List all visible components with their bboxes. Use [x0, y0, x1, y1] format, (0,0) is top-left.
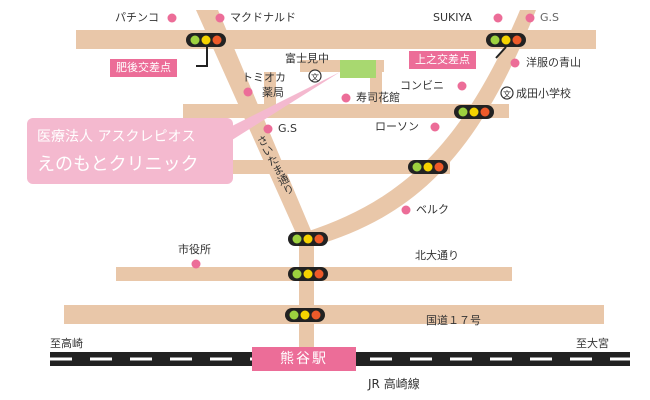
label-pachinko: パチンコ: [115, 11, 159, 24]
dot-belk: [401, 205, 411, 215]
label-to-omiya: 至大宮: [576, 337, 609, 350]
label-mcdonalds: マクドナルド: [230, 11, 296, 24]
dot-gs-top: [525, 13, 535, 23]
label-city-hall: 市役所: [178, 243, 211, 256]
traffic-light-junction: [288, 232, 328, 246]
dot-sushi: [341, 93, 351, 103]
clinic-callout: 医療法人 アスクレピオス えのもとクリニック: [27, 118, 233, 184]
station-kumagaya: 熊谷駅: [252, 347, 356, 371]
dot-pachinko: [167, 13, 177, 23]
label-to-takasaki: 至高崎: [50, 337, 83, 350]
svg-text:文: 文: [503, 89, 511, 99]
clinic-marker: [340, 60, 376, 78]
intersection-kaminoe: 上之交差点: [409, 51, 476, 69]
place-dots: [167, 13, 535, 269]
label-route17: 国道１７号: [426, 314, 481, 327]
roads: [64, 30, 604, 350]
label-sushi: 寿司花館: [356, 91, 400, 104]
higo-leader: [196, 47, 208, 67]
traffic-light-route17: [285, 308, 325, 322]
label-sukiya: SUKIYA: [433, 11, 472, 24]
label-lawson: ローソン: [375, 120, 419, 133]
label-gs-mid: G.S: [278, 122, 298, 135]
dot-gs-mid: [263, 124, 273, 134]
label-jr-line: JR 高崎線: [368, 377, 420, 391]
label-gs-top: G.S: [540, 11, 560, 24]
traffic-light-lawson: [408, 160, 448, 174]
dot-lawson: [430, 122, 440, 132]
dot-convenience: [457, 81, 467, 91]
traffic-light-mid-right: [454, 105, 494, 119]
label-convenience: コンビニ: [400, 79, 444, 92]
label-clothes: 洋服の青山: [526, 56, 581, 69]
label-kitaodori: 北大通り: [415, 249, 459, 262]
clinic-corporation: 医療法人 アスクレピオス: [37, 129, 196, 145]
road-vertical-main: [299, 232, 314, 350]
traffic-light-higo: [186, 33, 226, 47]
dot-mcdonalds: [215, 13, 225, 23]
road-route17: [64, 305, 604, 324]
label-pharmacy: 薬局: [262, 86, 284, 99]
school-symbol-narita: 文: [500, 86, 514, 100]
svg-text:文: 文: [311, 72, 319, 82]
dot-city-hall: [191, 259, 201, 269]
label-belk: ベルク: [416, 203, 449, 216]
dot-clothes: [510, 58, 520, 68]
label-tomioka: トミオカ: [242, 71, 286, 84]
kaminoe-leader: [495, 46, 507, 59]
callout-pointer: [232, 72, 340, 140]
label-fujimi: 富士見中: [285, 52, 329, 65]
clinic-name: えのもとクリニック: [37, 154, 199, 175]
dot-sukiya: [493, 13, 503, 23]
road-small-v: [264, 72, 276, 112]
label-narita: 成田小学校: [516, 87, 571, 100]
dot-tomioka: [243, 87, 253, 97]
traffic-light-kitaodori: [288, 267, 328, 281]
traffic-light-kaminoe: [486, 33, 526, 47]
intersection-higo: 肥後交差点: [110, 59, 177, 77]
school-symbol-fujimi: 文: [308, 69, 322, 83]
